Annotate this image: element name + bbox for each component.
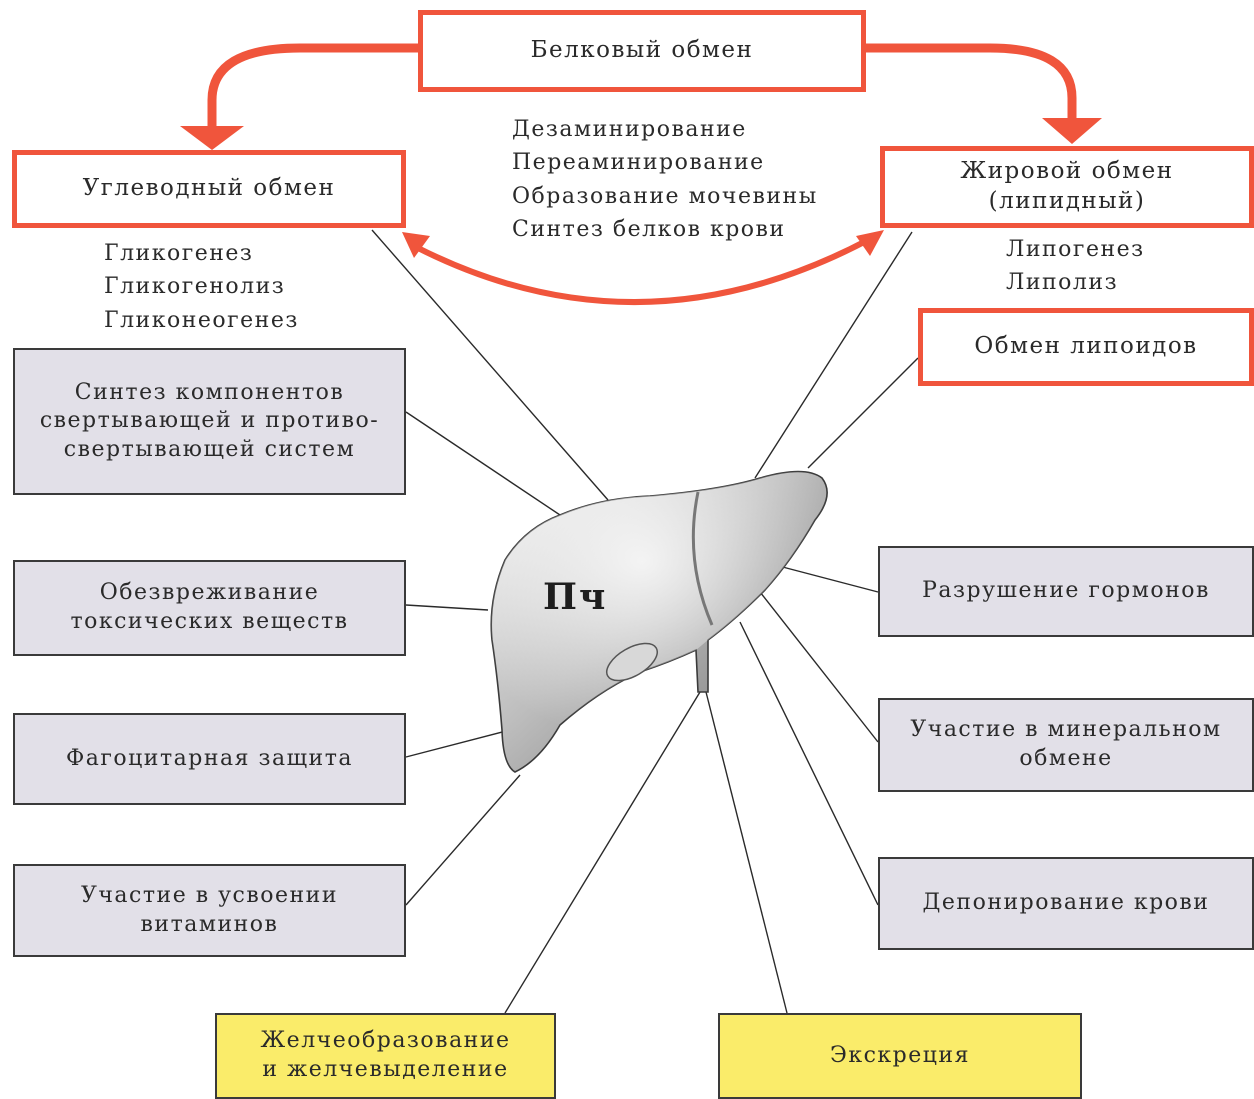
fat-metabolism-box: Жировой обмен (липидный): [880, 146, 1254, 228]
curved-arrowhead-left: [402, 232, 430, 258]
fat-process-list: Липогенез Липолиз: [1006, 233, 1145, 300]
liver-label: Пч: [543, 576, 608, 618]
liver-illustration: [490, 470, 828, 773]
carbohydrate-process-item: Гликогенолиз: [104, 274, 286, 300]
fat-process-item: Липолиз: [1006, 270, 1119, 296]
blood-depot-box: Депонирование крови: [878, 857, 1254, 950]
protein-to-fat-arrowhead: [1042, 118, 1102, 144]
protein-process-item: Образование мочевины: [512, 183, 818, 209]
hormone-destruction-box: Разрушение гормонов: [878, 546, 1254, 637]
protein-process-item: Синтез белков крови: [512, 217, 786, 243]
carbohydrate-process-list: Гликогенез Гликогенолиз Гликонеогенез: [104, 237, 299, 337]
protein-process-item: Дезаминирование: [512, 117, 747, 142]
carbohydrate-metabolism-box: Углеводный обмен: [12, 150, 406, 228]
protein-process-list: Дезаминирование Переаминирование Образов…: [512, 113, 818, 247]
vitamin-assimilation-box: Участие в усвоении витаминов: [13, 864, 406, 957]
carbohydrate-fat-curved-arrow: [416, 237, 870, 306]
carbohydrate-process-item: Гликонеогенез: [104, 307, 299, 333]
bile-formation-box: Желчеобразование и желчевыделение: [215, 1013, 556, 1099]
protein-to-carbohydrate-arrow: [207, 43, 420, 128]
fat-process-item: Липогенез: [1006, 237, 1145, 262]
lipoid-metabolism-box: Обмен липоидов: [918, 308, 1254, 386]
phagocytic-protection-box: Фагоцитарная защита: [13, 713, 406, 805]
carbohydrate-process-item: Гликогенез: [104, 241, 254, 266]
mineral-metabolism-box: Участие в минеральном обмене: [878, 698, 1254, 792]
excretion-box: Экскреция: [718, 1013, 1082, 1099]
protein-metabolism-box: Белковый обмен: [418, 10, 866, 92]
curved-arrowhead-right: [856, 230, 884, 256]
protein-to-fat-arrow: [865, 43, 1077, 120]
detoxification-box: Обезвреживание токсических веществ: [13, 560, 406, 656]
protein-to-carbohydrate-arrowhead: [180, 126, 244, 150]
protein-process-item: Переаминирование: [512, 150, 765, 176]
connector-lines: [371, 229, 919, 1014]
coagulation-synthesis-box: Синтез компонентов свертывающей и против…: [13, 348, 406, 495]
